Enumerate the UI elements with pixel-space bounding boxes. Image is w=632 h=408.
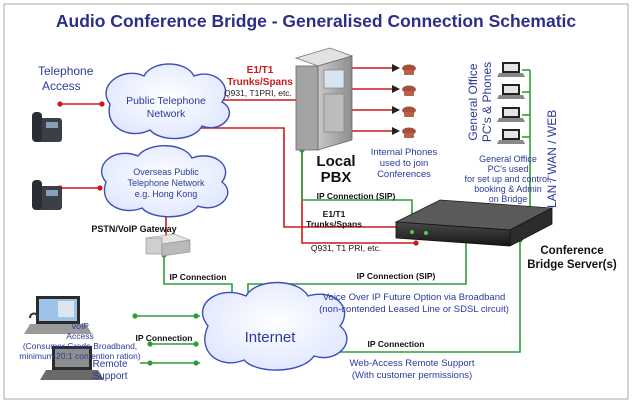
internet-label: Internet	[245, 329, 297, 346]
telephone-access-label: Telephone Access	[38, 64, 94, 93]
green-link-pbx-sip	[301, 150, 413, 224]
public-network-cloud	[105, 63, 230, 140]
page-title: Audio Conference Bridge - Generalised Co…	[56, 11, 577, 31]
svg-text:Conference: Conference	[540, 245, 603, 257]
laptop-icon	[497, 129, 525, 144]
svg-text:e.g. Hong Kong: e.g. Hong Kong	[135, 189, 198, 199]
page-frame	[3, 3, 629, 400]
voip-access-label: VoIP Access (Consumer Grade Broadband, m…	[19, 321, 141, 361]
svg-text:Conferences: Conferences	[377, 169, 431, 180]
ip-sip-mid-label: IP Connection (SIP)	[357, 271, 436, 281]
ip-connection-web-label: IP Connection	[368, 339, 425, 349]
phone-icon	[402, 127, 416, 138]
svg-text:Web-Access Remote Support: Web-Access Remote Support	[350, 358, 475, 369]
desk-phone-icon	[32, 180, 62, 210]
svg-text:Access: Access	[42, 79, 81, 93]
office-laptops-icons	[497, 62, 525, 144]
svg-text:Support: Support	[92, 371, 127, 382]
svg-text:VoIP: VoIP	[71, 321, 89, 331]
svg-text:Telephone: Telephone	[38, 64, 94, 78]
svg-text:minimum 20:1 contention ration: minimum 20:1 contention ration)	[19, 351, 141, 361]
general-office-desc: General Office PC's used for set up and …	[464, 154, 551, 204]
trunk-mid-label: E1/T1 Trunks/Spans	[306, 209, 362, 229]
phone-icon	[402, 64, 416, 75]
svg-text:PBX: PBX	[321, 169, 352, 186]
svg-text:Access: Access	[66, 331, 93, 341]
internal-phones-label: Internal Phones used to join Conferences	[371, 147, 438, 180]
lan-wan-web-label: LAN / WAN / WEB	[545, 110, 559, 208]
bridge-server-label: Conference Bridge Server(s)	[527, 245, 617, 271]
phone-icon	[402, 85, 416, 96]
voip-future-label: Voice Over IP Future Option via Broadban…	[319, 292, 509, 315]
svg-text:Overseas Public: Overseas Public	[133, 167, 199, 177]
svg-text:PC's used: PC's used	[488, 164, 529, 174]
remote-support-label: Remote Support	[92, 359, 127, 382]
svg-text:Q931, T1PRI, etc.: Q931, T1PRI, etc.	[224, 88, 292, 98]
voip-laptop-icon	[24, 296, 92, 334]
pstn-gateway-icon	[145, 233, 191, 257]
remote-laptop-icon	[40, 346, 104, 380]
desk-phone-icon	[32, 112, 62, 142]
svg-text:booking & Admin: booking & Admin	[474, 184, 542, 194]
svg-text:Bridge Server(s): Bridge Server(s)	[527, 259, 617, 271]
bridge-server-icon	[394, 199, 554, 247]
internal-phones-icons	[402, 64, 416, 138]
svg-text:General Office: General Office	[479, 154, 537, 164]
svg-text:E1/T1: E1/T1	[323, 209, 346, 219]
svg-text:for set up and control,: for set up and control,	[464, 174, 551, 184]
svg-text:(Consumer Grade Broadband,: (Consumer Grade Broadband,	[23, 341, 137, 351]
svg-text:E1/T1: E1/T1	[247, 65, 274, 76]
svg-text:Telephone Network: Telephone Network	[127, 178, 205, 188]
local-pbx-label: Local PBX	[316, 153, 355, 186]
green-link-web	[300, 240, 521, 353]
overseas-network-cloud	[100, 145, 229, 218]
svg-text:Internal Phones: Internal Phones	[371, 147, 438, 158]
phone-icon	[402, 106, 416, 117]
ip-sip-top-label: IP Connection (SIP)	[317, 191, 396, 201]
pstn-gateway-label: PSTN/VoIP Gateway	[91, 224, 176, 234]
web-access-label: Web-Access Remote Support (With customer…	[350, 358, 475, 381]
svg-text:Trunks/Spans: Trunks/Spans	[227, 77, 293, 88]
svg-text:(With customer permissions): (With customer permissions)	[352, 370, 472, 381]
laptop-icon	[497, 107, 525, 122]
svg-text:General Office: General Office	[466, 63, 480, 140]
public-network-label: Public Telephone Network	[126, 95, 206, 120]
q931-mid-label: Q931, T1 PRI, etc.	[311, 243, 381, 253]
phone-arrow-dots	[392, 64, 400, 135]
svg-text:PC's & Phones: PC's & Phones	[480, 62, 494, 142]
svg-text:Trunks/Spans: Trunks/Spans	[306, 219, 362, 229]
general-office-title: General Office PC's & Phones	[466, 62, 494, 142]
ip-connection-remote-label: IP Connection	[136, 333, 193, 343]
red-link-trunk-long	[196, 127, 416, 228]
svg-text:Voice Over IP Future Option vi: Voice Over IP Future Option via Broadban…	[323, 292, 506, 303]
internet-cloud	[201, 281, 348, 371]
headset-icon	[29, 312, 39, 319]
pbx-icon	[294, 47, 354, 151]
overseas-network-label: Overseas Public Telephone Network e.g. H…	[127, 167, 205, 199]
trunk-top-label: E1/T1 Trunks/Spans Q931, T1PRI, etc.	[224, 65, 293, 98]
svg-text:Public Telephone: Public Telephone	[126, 95, 206, 107]
svg-text:Local: Local	[316, 153, 355, 170]
svg-text:(non-contended Leased Line or: (non-contended Leased Line or SDSL circu…	[319, 304, 509, 315]
svg-text:Remote: Remote	[92, 359, 127, 370]
svg-text:used to join: used to join	[380, 158, 429, 169]
ip-connection-gateway-label: IP Connection	[170, 272, 227, 282]
laptop-icon	[497, 84, 525, 99]
svg-text:on Bridge: on Bridge	[489, 194, 528, 204]
svg-text:Network: Network	[147, 108, 186, 120]
laptop-icon	[497, 62, 525, 77]
